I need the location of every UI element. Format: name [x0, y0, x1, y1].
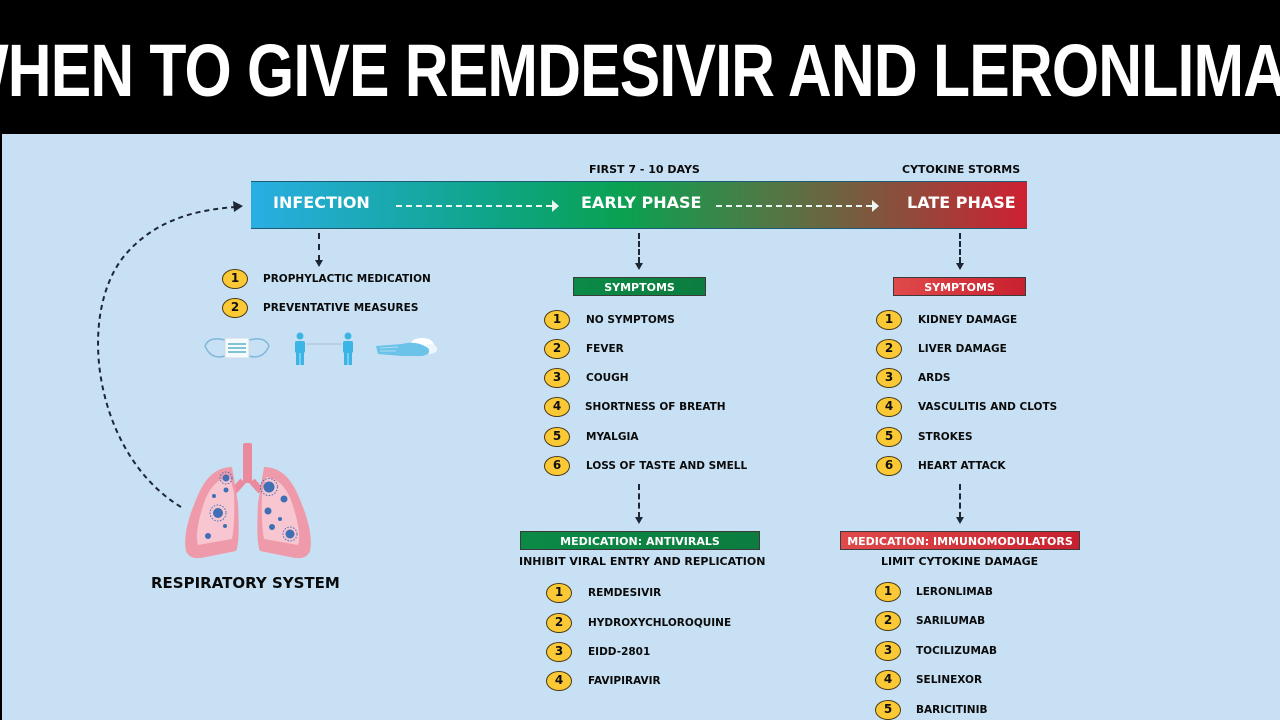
- number-badge: 3: [544, 368, 570, 388]
- symptom-item: VASCULITIS AND CLOTS: [918, 401, 1058, 413]
- face-mask-icon: [204, 337, 270, 359]
- symptom-item: SHORTNESS OF BREATH: [585, 401, 726, 413]
- infection-item: PREVENTATIVE MEASURES: [263, 302, 419, 314]
- number-badge: 1: [544, 310, 570, 330]
- number-badge: 2: [546, 613, 572, 633]
- immunomodulators-header: MEDICATION: IMMUNOMODULATORS: [840, 531, 1080, 550]
- respiratory-system-label: RESPIRATORY SYSTEM: [151, 574, 340, 592]
- symptom-item: COUGH: [586, 372, 629, 384]
- number-badge: 2: [875, 611, 901, 631]
- hand-washing-icon: [376, 338, 437, 356]
- number-badge: 2: [544, 339, 570, 359]
- number-badge: 5: [544, 427, 570, 447]
- phase-label-early: EARLY PHASE: [581, 193, 702, 212]
- number-badge: 1: [875, 582, 901, 602]
- number-badge: 5: [876, 427, 902, 447]
- late-symptoms-header: SYMPTOMS: [893, 277, 1026, 296]
- symptom-item: LIVER DAMAGE: [918, 343, 1007, 355]
- symptom-item: HEART ATTACK: [918, 460, 1006, 472]
- medication-item: SARILUMAB: [916, 615, 986, 627]
- antivirals-subheading: INHIBIT VIRAL ENTRY AND REPLICATION: [519, 555, 766, 568]
- symptom-item: STROKES: [918, 431, 973, 443]
- symptom-item: KIDNEY DAMAGE: [918, 314, 1018, 326]
- number-badge: 6: [876, 456, 902, 476]
- arrow-down-head-icon: [315, 260, 323, 267]
- immunomodulators-subheading: LIMIT CYTOKINE DAMAGE: [881, 555, 1039, 568]
- medication-item: HYDROXYCHLOROQUINE: [588, 617, 732, 629]
- medication-item: EIDD-2801: [588, 646, 651, 658]
- number-badge: 1: [546, 583, 572, 603]
- arrow-down-head-icon: [956, 263, 964, 270]
- arrow-down-late: [959, 233, 961, 263]
- medication-item: FAVIPIRAVIR: [588, 675, 661, 687]
- symptom-item: FEVER: [586, 343, 624, 355]
- phase-timeline-bar: [251, 181, 1027, 229]
- diagram-panel: [2, 134, 1280, 720]
- symptom-item: ARDS: [918, 372, 951, 384]
- arrow-head-icon: [552, 200, 559, 212]
- number-badge: 4: [875, 670, 901, 690]
- medication-item: REMDESIVIR: [588, 587, 662, 599]
- number-badge: 6: [544, 456, 570, 476]
- cycle-arrow-icon: [97, 201, 243, 508]
- late-phase-caption: CYTOKINE STORMS: [902, 163, 1021, 176]
- page-title: WHEN TO GIVE REMDESIVIR AND LERONLIMAB: [0, 28, 1280, 112]
- arrow-early-to-late: [716, 205, 872, 207]
- title-bar: WHEN TO GIVE REMDESIVIR AND LERONLIMAB: [0, 0, 1280, 134]
- number-badge: 1: [222, 269, 248, 289]
- arrow-down-early-medication: [638, 484, 640, 518]
- number-badge: 2: [222, 298, 248, 318]
- arrow-down-head-icon: [956, 517, 964, 524]
- antivirals-header: MEDICATION: ANTIVIRALS: [520, 531, 760, 550]
- medication-item: LERONLIMAB: [916, 586, 993, 598]
- number-badge: 2: [876, 339, 902, 359]
- early-phase-caption: FIRST 7 - 10 DAYS: [589, 163, 700, 176]
- number-badge: 3: [546, 642, 572, 662]
- symptom-item: LOSS OF TASTE AND SMELL: [586, 460, 748, 472]
- number-badge: 3: [875, 641, 901, 661]
- early-symptoms-header: SYMPTOMS: [573, 277, 706, 296]
- infection-item: PROPHYLACTIC MEDICATION: [263, 273, 431, 285]
- arrow-down-infection: [318, 233, 320, 261]
- number-badge: 4: [876, 397, 902, 417]
- arrow-down-head-icon: [635, 263, 643, 270]
- number-badge: 3: [876, 368, 902, 388]
- medication-item: TOCILIZUMAB: [916, 645, 998, 657]
- social-distancing-icon: [295, 332, 353, 365]
- number-badge: 1: [876, 310, 902, 330]
- phase-label-infection: INFECTION: [273, 193, 370, 212]
- lungs-icon: [185, 443, 311, 559]
- arrow-infection-to-early: [396, 205, 552, 207]
- phase-label-late: LATE PHASE: [907, 193, 1016, 212]
- number-badge: 4: [546, 671, 572, 691]
- number-badge: 4: [544, 397, 570, 417]
- medication-item: SELINEXOR: [916, 674, 983, 686]
- number-badge: 5: [875, 700, 901, 720]
- arrow-down-early: [638, 233, 640, 263]
- arrow-down-head-icon: [635, 517, 643, 524]
- symptom-item: MYALGIA: [586, 431, 639, 443]
- arrow-head-icon: [872, 200, 879, 212]
- arrow-down-late-medication: [959, 484, 961, 518]
- symptom-item: NO SYMPTOMS: [586, 314, 675, 326]
- medication-item: BARICITINIB: [916, 704, 988, 716]
